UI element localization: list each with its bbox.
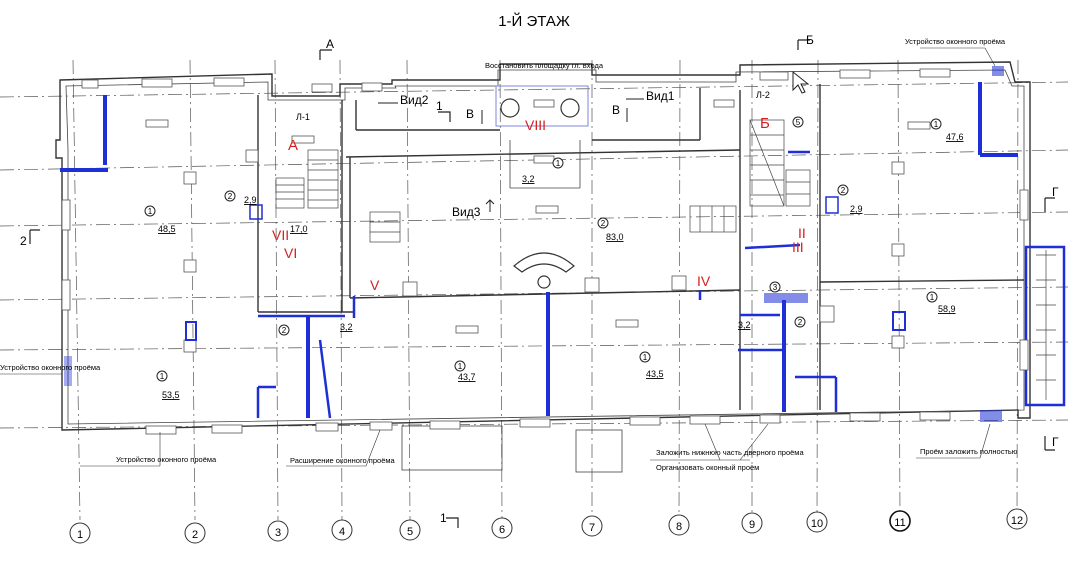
note-close-full: Проём заложить полностью — [920, 447, 1018, 456]
area-3-2-right: 3,2 — [738, 320, 751, 330]
section-mark-g-top: Г — [1052, 185, 1059, 199]
axis-label-1: 1 — [77, 529, 83, 541]
columns — [183, 161, 905, 353]
new-walls-blue — [60, 82, 1066, 419]
note-organize: Организовать оконный проём — [656, 463, 759, 472]
note-close-lower: Заложить нижнюю часть дверного проёма — [656, 448, 804, 457]
room-roman-numerals: VIII VII VI V IV II III — [272, 117, 806, 293]
room-num-1f: 1 — [930, 293, 935, 302]
axis-label-3: 3 — [275, 527, 281, 539]
area-2-9-left: 2,9 — [244, 195, 257, 205]
windows — [61, 68, 1029, 435]
roman-iv: IV — [697, 273, 711, 289]
room-num-2e: 2 — [798, 318, 803, 327]
axis-label-12: 12 — [1011, 515, 1023, 527]
room-num-1e: 1 — [556, 159, 561, 168]
axis-markers: 1 2 3 4 5 6 7 8 9 10 11 12 — [69, 508, 1028, 544]
room-num-3: 3 — [773, 283, 778, 292]
room-num-5: 5 — [796, 118, 801, 127]
room-numbers: 1 1 2 1 2 1 1 3 5 2 1 1 2 2 — [144, 116, 942, 382]
area-48-5: 48,5 — [158, 224, 176, 234]
area-2-9-right: 2,9 — [850, 204, 863, 214]
section-mark-b: Б — [806, 33, 814, 47]
roman-v: V — [370, 277, 380, 293]
section-mark-1-top: 1 — [436, 99, 443, 113]
room-num-1b: 1 — [160, 372, 165, 381]
section-marks: А Б Г Г 2 1 1 — [20, 33, 1059, 528]
plan-title: 1-Й ЭТАЖ — [498, 12, 570, 30]
area-3-2-left: 3,2 — [340, 322, 353, 332]
stair-label-a: А — [288, 137, 298, 154]
stair-label-b: Б — [760, 115, 770, 132]
stair-labels: Л-1 А Л-2 Б — [288, 90, 770, 154]
room-num-2c: 2 — [841, 186, 846, 195]
axis-label-8: 8 — [676, 521, 682, 533]
area-58-9: 58,9 — [938, 304, 956, 314]
roman-viii: VIII — [525, 117, 546, 133]
room-num-1g: 1 — [934, 120, 939, 129]
note-window-top: Устройство оконного проёма — [905, 37, 1006, 46]
view-label-b-left: В — [466, 107, 474, 121]
note-restore-line: Восстановить площадку гл. входа — [485, 61, 604, 70]
area-3-2-entrance: 3,2 — [522, 174, 535, 184]
section-mark-1-bottom: 1 — [440, 511, 447, 525]
note-restore: Восстановить площадку гл. входа — [485, 61, 604, 70]
room-areas: 48,5 53,5 17,0 2,9 3,2 43,7 83,0 3,2 43,… — [158, 132, 964, 400]
fixtures — [145, 98, 931, 341]
room-num-2b: 2 — [601, 219, 606, 228]
roman-vi: VI — [284, 245, 297, 261]
room-num-2a: 2 — [228, 192, 233, 201]
section-mark-g-bottom: Г — [1052, 435, 1059, 449]
view-label-3: Вид3 — [452, 205, 481, 219]
area-43-5: 43,5 — [646, 369, 664, 379]
stairs — [275, 119, 1056, 400]
roman-vii: VII — [272, 227, 289, 243]
area-47-6: 47,6 — [946, 132, 964, 142]
roman-ii: II — [798, 225, 806, 241]
area-17-0: 17,0 — [290, 224, 308, 234]
view-label-b-right: В — [612, 103, 620, 117]
stair-label-l2: Л-2 — [756, 90, 770, 100]
note-window-left: Устройство оконного проёма — [0, 363, 101, 372]
axis-label-11: 11 — [894, 517, 905, 529]
entrance-outline — [495, 85, 589, 127]
axis-label-4: 4 — [339, 526, 345, 538]
area-43-7: 43,7 — [458, 372, 476, 382]
roman-iii: III — [792, 239, 804, 255]
axis-label-7: 7 — [589, 522, 595, 534]
mouse-cursor-icon — [792, 70, 810, 94]
room-num-1a: 1 — [148, 207, 153, 216]
axis-label-6: 6 — [499, 524, 505, 536]
section-mark-2: 2 — [20, 234, 27, 248]
axis-label-5: 5 — [407, 526, 413, 538]
wall-fill-hatch — [64, 66, 1004, 422]
room-num-1c: 1 — [458, 362, 463, 371]
stair-label-l1: Л-1 — [296, 112, 310, 122]
axis-label-9: 9 — [749, 519, 755, 531]
view-label-1: Вид1 — [646, 89, 675, 103]
view-label-2: Вид2 — [400, 93, 429, 107]
area-83-0: 83,0 — [606, 232, 624, 242]
section-mark-a: А — [326, 37, 334, 51]
interior-walls — [257, 84, 1025, 410]
room-num-2d: 2 — [282, 326, 287, 335]
view-labels: Вид2 Вид1 Вид3 В В — [378, 89, 675, 219]
annotations: Восстановить площадку гл. входа Устройст… — [0, 37, 1018, 472]
note-expand: Расширение оконного проёма — [290, 456, 396, 465]
room-num-1d: 1 — [643, 353, 648, 362]
axis-label-2: 2 — [192, 529, 198, 541]
axis-label-10: 10 — [811, 518, 823, 530]
area-53-5: 53,5 — [162, 390, 180, 400]
note-window-bottom: Устройство оконного проёма — [116, 455, 217, 464]
